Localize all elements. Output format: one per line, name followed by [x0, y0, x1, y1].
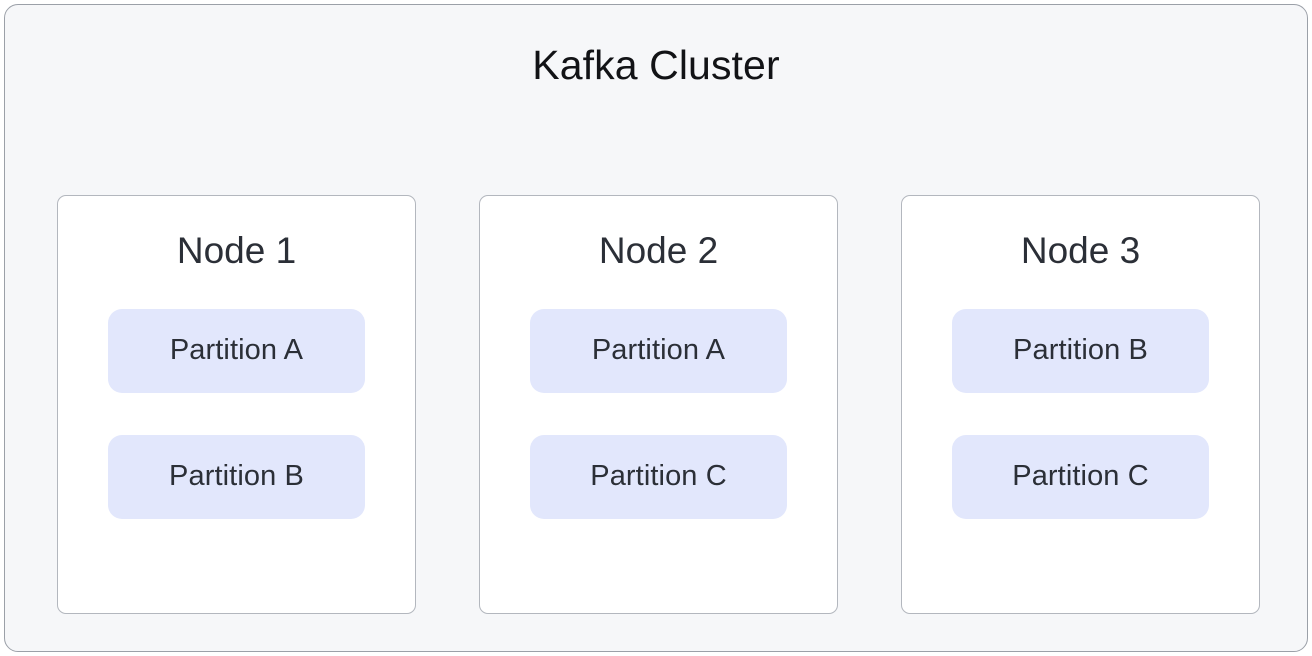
node-title-1: Node 1	[176, 230, 297, 271]
partition-label-2-1: Partition A	[591, 334, 726, 367]
kafka-cluster-panel: Kafka Cluster Node 1 Partition A Partiti…	[4, 4, 1308, 652]
partition-chip-3-1[interactable]: Partition B	[952, 308, 1209, 393]
node-card-1[interactable]: Node 1 Partition A Partition B	[57, 195, 416, 614]
partition-label-3-2: Partition C	[1012, 460, 1149, 493]
node-card-3[interactable]: Node 3 Partition B Partition C	[901, 195, 1260, 614]
partition-list-2: Partition A Partition C	[480, 308, 837, 519]
partition-list-3: Partition B Partition C	[902, 308, 1259, 519]
partition-chip-2-2[interactable]: Partition C	[530, 434, 787, 519]
partition-chip-3-2[interactable]: Partition C	[952, 434, 1209, 519]
partition-chip-1-1[interactable]: Partition A	[108, 308, 365, 393]
partition-chip-1-2[interactable]: Partition B	[108, 434, 365, 519]
cluster-title: Kafka Cluster	[532, 42, 780, 88]
node-card-2[interactable]: Node 2 Partition A Partition C	[479, 195, 838, 614]
partition-label-3-1: Partition B	[1013, 334, 1148, 367]
node-title-3: Node 3	[1020, 230, 1141, 271]
partition-list-1: Partition A Partition B	[58, 308, 415, 519]
node-cards-row: Node 1 Partition A Partition B Node 2 Pa…	[57, 195, 1260, 617]
node-title-2: Node 2	[598, 230, 719, 271]
partition-label-2-2: Partition C	[590, 460, 727, 493]
partition-label-1-1: Partition A	[169, 334, 304, 367]
partition-label-1-2: Partition B	[169, 460, 304, 493]
partition-chip-2-1[interactable]: Partition A	[530, 308, 787, 393]
